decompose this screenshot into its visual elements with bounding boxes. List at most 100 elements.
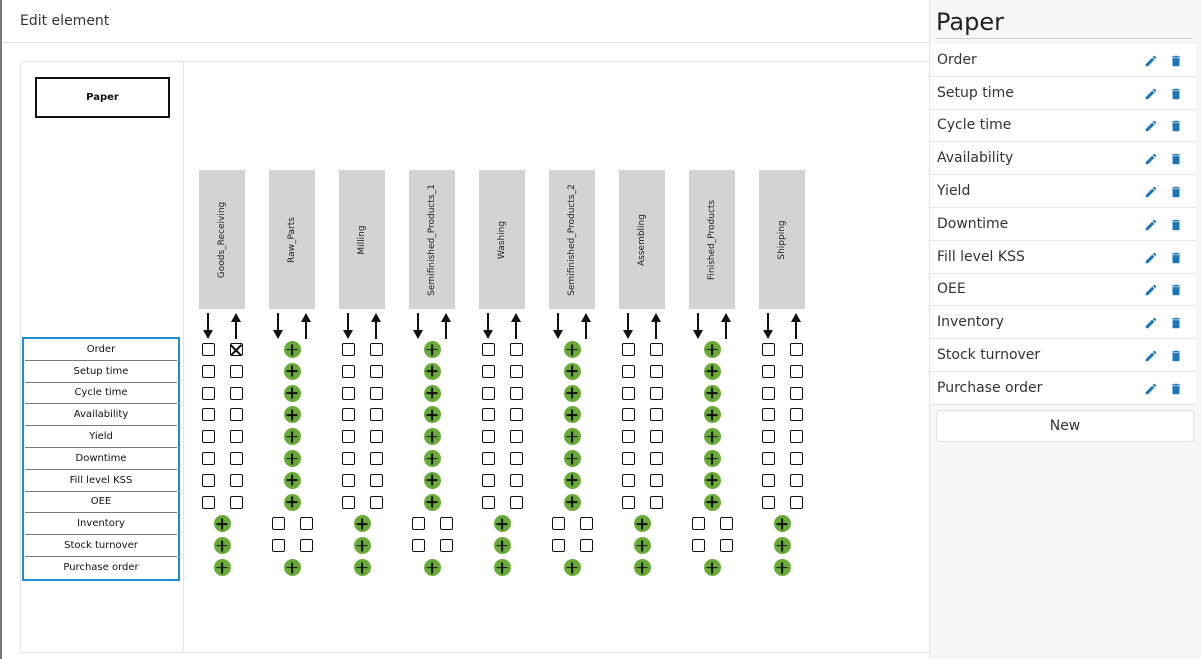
kpi-checkbox[interactable]: [649, 386, 663, 400]
kpi-row[interactable]: Order: [25, 339, 177, 361]
pencil-icon[interactable]: [1144, 282, 1158, 296]
kpi-checkbox[interactable]: [201, 495, 215, 509]
sidebar-item[interactable]: Stock turnover: [930, 339, 1196, 372]
stage-box[interactable]: Finished_Products: [689, 170, 735, 309]
add-icon[interactable]: [353, 537, 371, 555]
add-icon[interactable]: [563, 493, 581, 511]
kpi-row[interactable]: Stock turnover: [25, 535, 177, 557]
sidebar-item[interactable]: Availability: [930, 142, 1196, 176]
add-icon[interactable]: [493, 515, 511, 533]
kpi-checkbox[interactable]: [411, 517, 425, 531]
add-icon[interactable]: [773, 559, 791, 576]
trash-icon[interactable]: [1169, 118, 1183, 132]
kpi-checkbox[interactable]: [201, 386, 215, 400]
add-icon[interactable]: [283, 559, 301, 576]
kpi-row[interactable]: Availability: [25, 404, 177, 427]
kpi-checkbox[interactable]: [551, 539, 565, 553]
stage-box[interactable]: Shipping: [759, 170, 805, 309]
add-icon[interactable]: [423, 428, 441, 446]
kpi-checkbox[interactable]: [621, 343, 635, 356]
add-icon[interactable]: [703, 341, 721, 358]
sidebar-item[interactable]: Fill level KSS: [930, 240, 1196, 274]
kpi-checkbox[interactable]: [509, 408, 523, 422]
sidebar-item[interactable]: Downtime: [930, 207, 1196, 241]
pencil-icon[interactable]: [1144, 250, 1158, 264]
kpi-checkbox[interactable]: [229, 430, 243, 444]
kpi-checkbox[interactable]: [649, 364, 663, 378]
kpi-checkbox[interactable]: [369, 343, 383, 356]
pencil-icon[interactable]: [1144, 53, 1158, 67]
kpi-checkbox[interactable]: [481, 343, 495, 356]
kpi-checkbox[interactable]: [649, 343, 663, 356]
stage-box[interactable]: Washing: [479, 170, 525, 309]
add-icon[interactable]: [563, 341, 581, 358]
kpi-checkbox[interactable]: [579, 539, 593, 553]
add-icon[interactable]: [563, 450, 581, 467]
add-icon[interactable]: [283, 493, 301, 511]
trash-icon[interactable]: [1169, 348, 1183, 362]
kpi-row[interactable]: Setup time: [25, 361, 177, 383]
kpi-checkbox[interactable]: [341, 495, 355, 509]
kpi-checkbox[interactable]: [579, 517, 593, 531]
kpi-row[interactable]: Downtime: [25, 448, 177, 470]
kpi-checkbox[interactable]: [341, 473, 355, 487]
kpi-checkbox[interactable]: [509, 473, 523, 487]
add-icon[interactable]: [493, 537, 511, 555]
trash-icon[interactable]: [1169, 217, 1183, 231]
add-icon[interactable]: [633, 537, 651, 555]
add-icon[interactable]: [423, 384, 441, 402]
kpi-checkbox[interactable]: [621, 364, 635, 378]
kpi-checkbox[interactable]: [271, 517, 285, 531]
kpi-checkbox[interactable]: [481, 386, 495, 400]
add-icon[interactable]: [353, 515, 371, 533]
kpi-checkbox[interactable]: [439, 517, 453, 531]
kpi-checkbox[interactable]: [369, 495, 383, 509]
add-icon[interactable]: [423, 559, 441, 576]
add-icon[interactable]: [283, 471, 301, 489]
kpi-checkbox[interactable]: [271, 539, 285, 553]
pencil-icon[interactable]: [1144, 184, 1158, 198]
kpi-checkbox[interactable]: [341, 430, 355, 444]
add-icon[interactable]: [563, 471, 581, 489]
kpi-checkbox[interactable]: [789, 473, 803, 487]
pencil-icon[interactable]: [1144, 217, 1158, 231]
add-icon[interactable]: [213, 515, 231, 533]
add-icon[interactable]: [423, 450, 441, 467]
kpi-checkbox[interactable]: [761, 386, 775, 400]
kpi-checkbox[interactable]: [481, 364, 495, 378]
add-icon[interactable]: [563, 384, 581, 402]
kpi-checkbox[interactable]: [341, 364, 355, 378]
kpi-checkbox[interactable]: [299, 539, 313, 553]
kpi-checkbox[interactable]: [201, 343, 215, 356]
trash-icon[interactable]: [1169, 282, 1183, 296]
add-icon[interactable]: [563, 559, 581, 576]
sidebar-item[interactable]: Cycle time: [930, 109, 1196, 143]
kpi-checkbox[interactable]: [369, 408, 383, 422]
kpi-row[interactable]: Yield: [25, 426, 177, 448]
add-icon[interactable]: [423, 471, 441, 489]
kpi-row[interactable]: Purchase order: [63, 562, 139, 574]
kpi-checkbox[interactable]: [691, 517, 705, 531]
sidebar-item[interactable]: OEE: [930, 273, 1196, 307]
add-icon[interactable]: [563, 428, 581, 446]
kpi-checkbox[interactable]: [369, 473, 383, 487]
kpi-checkbox[interactable]: [341, 386, 355, 400]
kpi-row[interactable]: Cycle time: [25, 383, 177, 405]
add-icon[interactable]: [423, 493, 441, 511]
kpi-checkbox[interactable]: [201, 452, 215, 465]
add-icon[interactable]: [423, 341, 441, 358]
sidebar-item[interactable]: Setup time: [930, 76, 1196, 110]
kpi-checkbox[interactable]: [229, 495, 243, 509]
kpi-checkbox[interactable]: [509, 364, 523, 378]
pencil-icon[interactable]: [1144, 118, 1158, 132]
add-icon[interactable]: [283, 450, 301, 467]
kpi-checkbox[interactable]: [761, 495, 775, 509]
pencil-icon[interactable]: [1144, 86, 1158, 100]
kpi-checkbox[interactable]: [229, 364, 243, 378]
kpi-checkbox[interactable]: [621, 386, 635, 400]
add-icon[interactable]: [213, 559, 231, 576]
kpi-checkbox[interactable]: [551, 517, 565, 531]
kpi-checkbox[interactable]: [481, 430, 495, 444]
kpi-checkbox[interactable]: [621, 408, 635, 422]
